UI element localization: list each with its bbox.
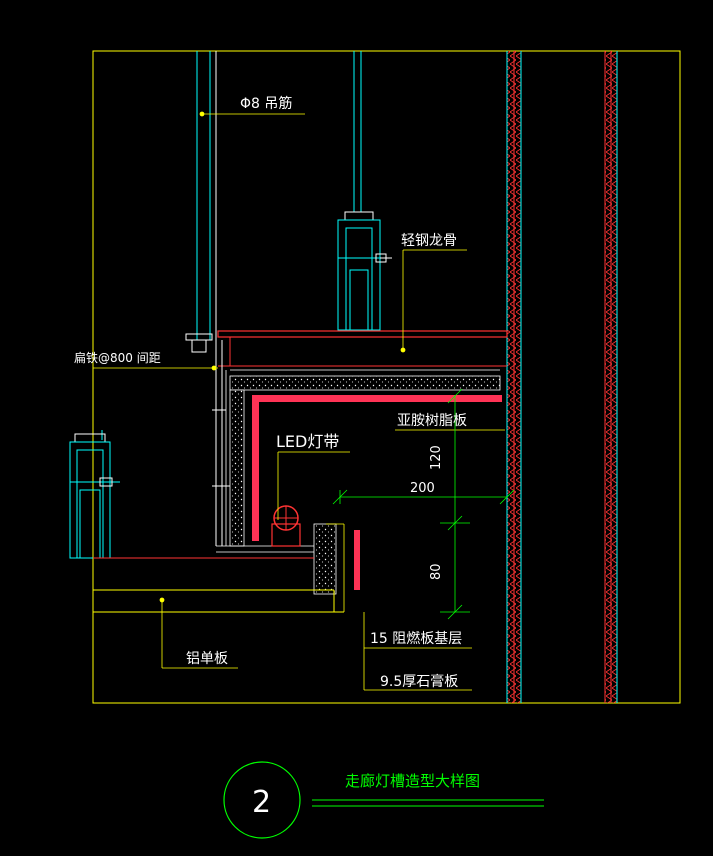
detail-number: 2	[252, 785, 271, 820]
upper-ceiling-panel	[217, 330, 508, 367]
right-wall	[506, 51, 618, 703]
label-led-strip: LED灯带	[276, 432, 339, 451]
resin-panel	[252, 395, 502, 541]
light-steel-keel-upper	[337, 211, 392, 331]
drawing-frame	[92, 50, 681, 704]
hanger-bars	[101, 51, 362, 440]
detail-title: 走廊灯槽造型大样图	[345, 772, 480, 790]
dim-80: 80	[429, 563, 444, 580]
leader-lines	[93, 111, 505, 691]
light-steel-keel-lower	[69, 433, 120, 559]
light-trough-shelf	[216, 523, 345, 612]
dimension-lines	[332, 388, 515, 620]
label-resin-panel: 亚胺树脂板	[397, 413, 467, 429]
fire-board-layer	[225, 369, 501, 547]
label-light-steel-keel: 轻钢龙骨	[401, 233, 457, 249]
label-aluminum-panel: 铝单板	[186, 651, 228, 667]
label-fire-board: 15 阻燃板基层	[370, 630, 462, 647]
label-flat-iron: 扁铁@800 间距	[74, 351, 161, 365]
label-gypsum-board: 9.5厚石膏板	[380, 673, 458, 690]
aluminum-panel	[93, 557, 344, 613]
label-hanger-bar: Φ8 吊筋	[240, 95, 292, 112]
led-fixture	[271, 505, 301, 547]
dim-120: 120	[429, 445, 444, 470]
hanger-bracket-left	[185, 333, 213, 353]
detail-number-circle	[223, 761, 301, 839]
resin-strip-vertical	[354, 530, 360, 590]
dim-200: 200	[410, 481, 435, 496]
